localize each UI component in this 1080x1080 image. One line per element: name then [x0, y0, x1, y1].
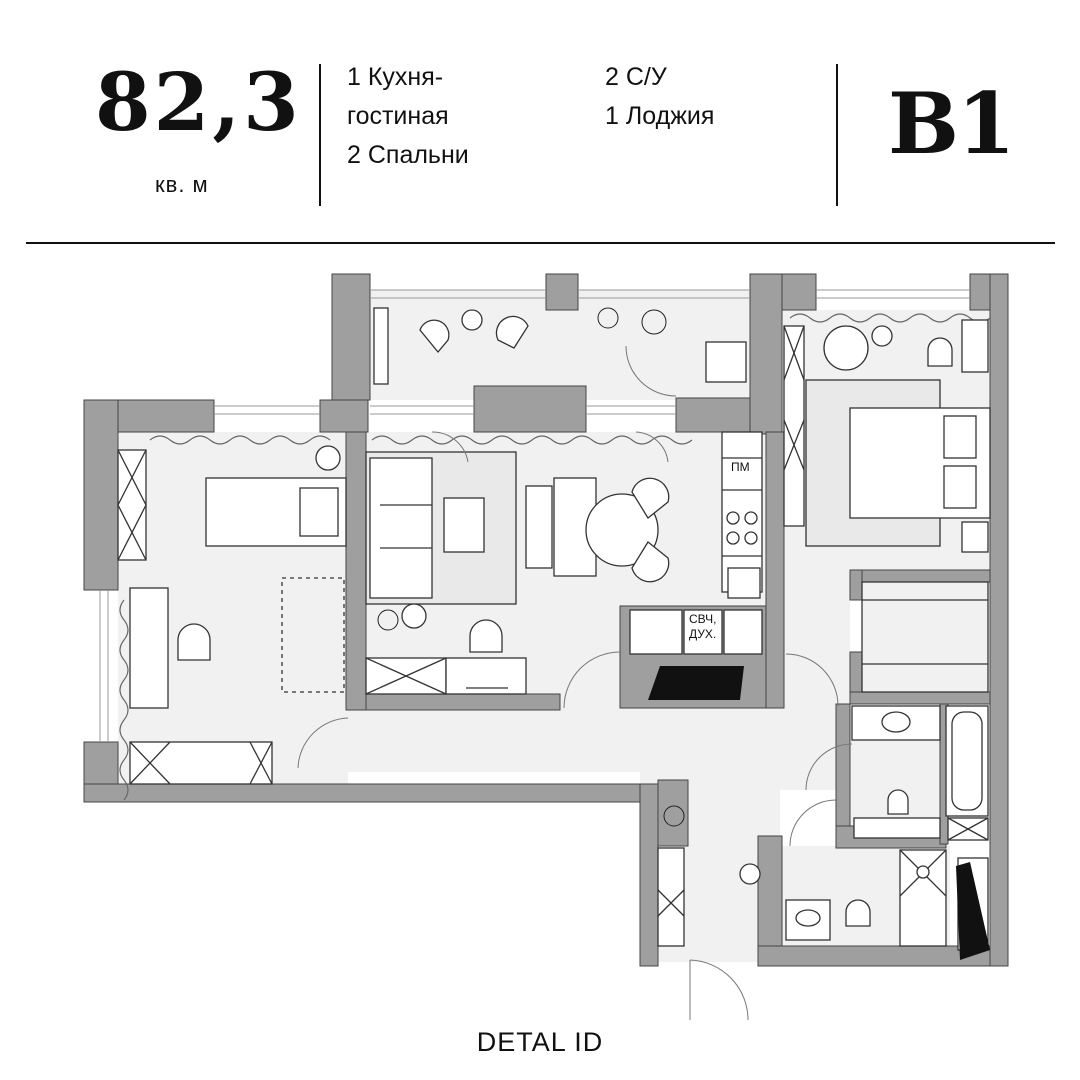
- brand-name: DETAL ID: [476, 1027, 604, 1057]
- furniture: [117, 307, 991, 951]
- divider-left: [319, 64, 321, 206]
- rooms-item: 2 Спальни: [347, 141, 469, 169]
- curtains: [119, 313, 991, 801]
- header-rule: [26, 242, 1055, 244]
- windows: [99, 289, 970, 742]
- microwave-label-line1: СВЧ,: [689, 612, 717, 626]
- rooms-item: 1 Лоджия: [605, 102, 715, 130]
- plants: [377, 307, 685, 827]
- divider-right: [836, 64, 838, 206]
- area-value: 82,3: [95, 55, 302, 149]
- fridge-label: ПМ: [731, 460, 750, 474]
- microwave-label-line2: ДУХ.: [689, 627, 717, 641]
- rooms-item: гостиная: [347, 102, 449, 130]
- apartment-code: B1: [888, 74, 1015, 173]
- appliances: [648, 666, 990, 960]
- rooms-list-2: 2 С/У 1 Лоджия: [605, 58, 714, 136]
- area-unit: кв. м: [155, 172, 209, 197]
- rooms-list-1: 1 Кухня- гостиная 2 Спальни: [347, 58, 469, 175]
- rooms-item: 2 С/У: [605, 63, 667, 91]
- doors: [297, 345, 853, 1021]
- rooms-item: 1 Кухня-: [347, 63, 444, 91]
